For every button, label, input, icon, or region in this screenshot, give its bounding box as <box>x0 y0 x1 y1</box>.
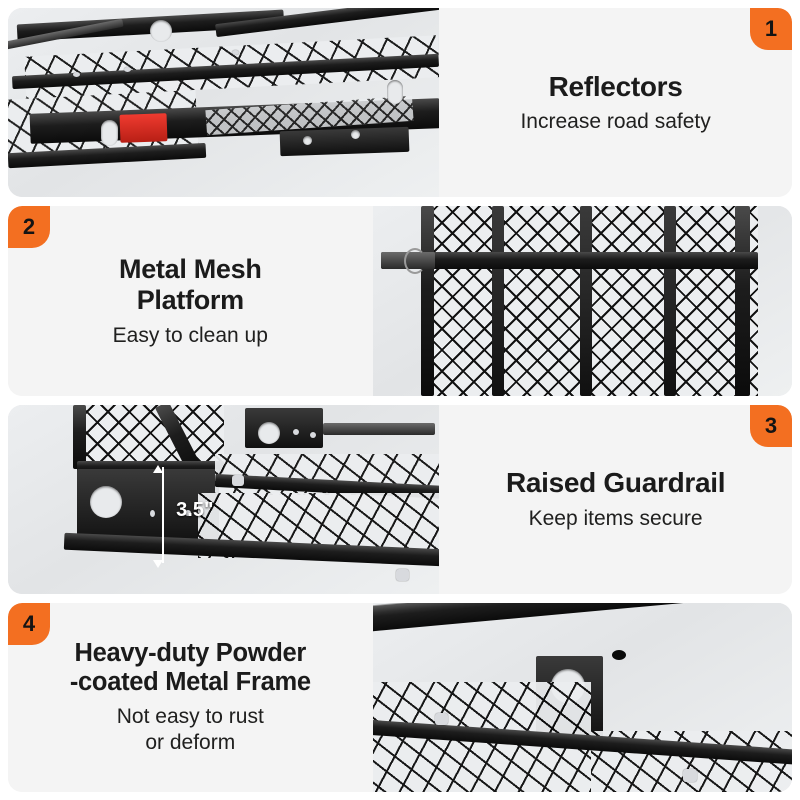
feature-subtitle-1: Increase road safety <box>520 110 711 134</box>
step-badge-2: 2 <box>8 206 50 249</box>
feature-panel-4: Heavy-duty Powder -coated Metal Frame No… <box>8 602 792 792</box>
feature-panel-3: 3.5" Raised Guardrail Keep items secure … <box>8 404 792 594</box>
step-badge-3: 3 <box>750 404 792 447</box>
height-annotation: 3.5" <box>176 499 214 522</box>
feature-text-2: Metal Mesh Platform Easy to clean up <box>8 206 373 396</box>
feature-title-1: Reflectors <box>548 70 683 102</box>
step-badge-4: 4 <box>8 602 50 645</box>
feature-text-1: Reflectors Increase road safety <box>439 8 792 198</box>
step-badge-number-3: 3 <box>764 412 778 438</box>
feature-title-2: Metal Mesh Platform <box>119 253 262 316</box>
feature-title-4: Heavy-duty Powder -coated Metal Frame <box>69 638 311 697</box>
feature-subtitle-3: Keep items secure <box>528 506 703 530</box>
step-badge-number-4: 4 <box>22 610 36 636</box>
feature-panel-2: Metal Mesh Platform Easy to clean up 2 <box>8 206 792 396</box>
reflector-part <box>119 113 168 144</box>
step-badge-1: 1 <box>750 8 792 50</box>
feature-image-2 <box>372 206 792 396</box>
feature-image-4 <box>372 602 792 792</box>
feature-text-4: Heavy-duty Powder -coated Metal Frame No… <box>8 602 373 792</box>
feature-subtitle-2: Easy to clean up <box>112 323 268 347</box>
feature-title-3: Raised Guardrail <box>505 467 726 499</box>
feature-image-1 <box>8 8 440 198</box>
feature-panel-1: Reflectors Increase road safety 1 <box>8 8 792 198</box>
step-badge-number-1: 1 <box>764 16 778 41</box>
feature-text-3: Raised Guardrail Keep items secure <box>439 404 792 594</box>
feature-image-3: 3.5" <box>8 404 440 594</box>
feature-subtitle-4: Not easy to rust or deform <box>116 704 264 754</box>
step-badge-number-2: 2 <box>22 214 36 240</box>
